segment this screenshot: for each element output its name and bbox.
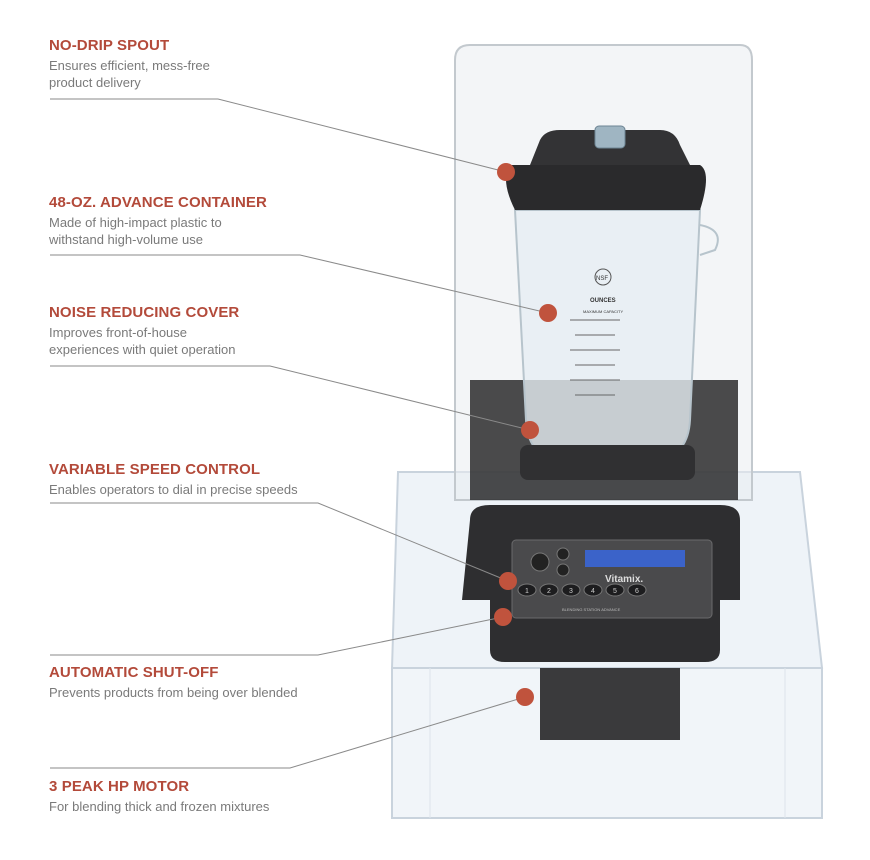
feature-motor: 3 PEAK HP MOTOR For blending thick and f… [49, 778, 349, 815]
speed-up-button[interactable] [556, 547, 570, 561]
callout-dot [539, 304, 557, 322]
speed-button-4[interactable]: 4 [583, 583, 603, 597]
leader-line [50, 254, 549, 314]
feature-no-drip-spout: NO-DRIP SPOUT Ensures efficient, mess-fr… [49, 37, 349, 91]
svg-text:3: 3 [569, 588, 573, 595]
callout-dot [494, 608, 512, 626]
feature-title: NOISE REDUCING COVER [49, 304, 240, 321]
svg-text:6: 6 [635, 588, 639, 595]
svg-text:2: 2 [547, 588, 551, 595]
brand-logo: Vitamix. [605, 574, 643, 585]
feature-title: AUTOMATIC SHUT-OFF [49, 664, 219, 681]
speed-button-3[interactable]: 3 [561, 583, 581, 597]
container: NSF OUNCES MAXIMUM CAPACITY [506, 125, 719, 480]
leader-line [50, 365, 531, 431]
feature-auto-shutoff: AUTOMATIC SHUT-OFF Prevents products fro… [49, 664, 349, 701]
svg-text:1: 1 [525, 588, 529, 595]
feature-description: Enables operators to dial in precise spe… [49, 482, 298, 497]
leader-line [50, 616, 504, 656]
ounces-label: OUNCES [590, 298, 616, 304]
feature-description: Prevents products from being over blende… [49, 685, 298, 700]
motor-base: 1 2 3 4 5 6 Vitamix. BLENDING STATION ADVANCE [462, 505, 740, 662]
speed-dial[interactable] [530, 552, 550, 572]
feature-title: VARIABLE SPEED CONTROL [49, 461, 261, 478]
speed-down-button[interactable] [556, 563, 570, 577]
leader-line [50, 98, 507, 173]
model-plate: BLENDING STATION ADVANCE [562, 607, 621, 612]
speed-button-6[interactable]: 6 [627, 583, 647, 597]
display-screen [585, 550, 685, 567]
feature-title: NO-DRIP SPOUT [49, 37, 170, 54]
leader-line [50, 502, 509, 582]
callout-dot [521, 421, 539, 439]
leader-line [50, 696, 526, 769]
speed-button-1[interactable]: 1 [517, 583, 537, 597]
feature-title: 3 PEAK HP MOTOR [49, 778, 190, 795]
speed-button-5[interactable]: 5 [605, 583, 625, 597]
feature-description: For blending thick and frozen mixtures [49, 799, 270, 814]
nsf-badge: NSF [596, 276, 608, 282]
svg-text:4: 4 [591, 588, 595, 595]
callout-dot [516, 688, 534, 706]
motor-housing [540, 668, 680, 740]
callout-dot [497, 163, 515, 181]
feature-noise-cover: NOISE REDUCING COVER Improves front-of-h… [49, 304, 349, 358]
feature-variable-speed: VARIABLE SPEED CONTROL Enables operators… [49, 461, 349, 498]
speed-button-2[interactable]: 2 [539, 583, 559, 597]
capacity-label: MAXIMUM CAPACITY [583, 309, 623, 314]
svg-text:5: 5 [613, 588, 617, 595]
callout-dot [499, 572, 517, 590]
feature-title: 48-OZ. ADVANCE CONTAINER [49, 194, 267, 211]
feature-container: 48-OZ. ADVANCE CONTAINER Made of high-im… [49, 194, 349, 248]
